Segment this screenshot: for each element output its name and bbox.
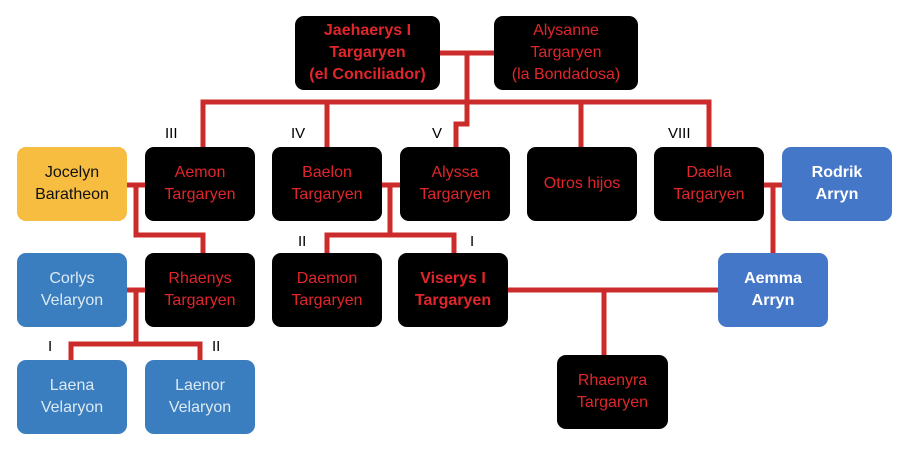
node-rhaenys[interactable]: Rhaenys Targaryen	[145, 253, 255, 327]
node-otros-hijos-line-1: Otros hijos	[543, 175, 621, 192]
node-daella-line-2: Targaryen	[673, 186, 745, 203]
node-alysanne-line-1: Alysanne	[533, 22, 599, 39]
rank-label-daemon: II	[298, 233, 307, 250]
node-jaehaerys-line-2: Targaryen	[329, 44, 406, 61]
node-rhaenys-line-2: Targaryen	[164, 292, 236, 309]
node-laena-line-2: Velaryon	[40, 399, 104, 416]
node-daella[interactable]: Daella Targaryen	[654, 147, 764, 221]
drop-line-daemon	[324, 182, 393, 256]
node-corlys-line-2: Velaryon	[40, 292, 104, 309]
node-rodrik[interactable]: Rodrik Arryn	[782, 147, 892, 221]
node-baelon-line-2: Targaryen	[291, 186, 363, 203]
node-jaehaerys-line-1: Jaehaerys I	[323, 22, 412, 39]
node-viserys-line-2: Targaryen	[414, 292, 492, 309]
drop-line-laenor	[133, 341, 203, 363]
node-baelon-line-1: Baelon	[302, 164, 352, 181]
node-daemon-line-1: Daemon	[296, 270, 358, 287]
node-rhaenyra-line-2: Targaryen	[576, 394, 649, 411]
node-aemon-line-1: Aemon	[174, 164, 226, 181]
node-daella-line-1: Daella	[686, 164, 732, 181]
node-alyssa-line-1: Alyssa	[431, 164, 479, 181]
rank-label-laena: I	[48, 338, 53, 355]
node-jocelyn-line-2: Baratheon	[35, 186, 109, 203]
rank-label-alyssa: V	[432, 125, 443, 142]
node-laenor-line-1: Laenor	[175, 377, 225, 394]
node-alysanne-line-2: Targaryen	[530, 44, 602, 61]
node-laenor[interactable]: Laenor Velaryon	[145, 360, 255, 434]
rank-label-baelon: IV	[291, 125, 306, 142]
node-rhaenyra[interactable]: Rhaenyra Targaryen	[557, 355, 668, 429]
drop-line-laena-laenor	[68, 287, 139, 363]
node-baelon[interactable]: Baelon Targaryen	[272, 147, 382, 221]
node-rhaenyra-line-1: Rhaenyra	[577, 372, 648, 389]
node-viserys-line-1: Viserys I	[420, 270, 486, 287]
node-alyssa-line-2: Targaryen	[419, 186, 491, 203]
rank-label-aemon: III	[165, 125, 178, 142]
node-viserys[interactable]: Viserys I Targaryen	[398, 253, 508, 327]
node-laena-line-1: Laena	[49, 377, 95, 394]
node-aemma-line-2: Arryn	[751, 292, 795, 309]
node-jocelyn[interactable]: Jocelyn Baratheon	[17, 147, 127, 221]
node-aemon-line-2: Targaryen	[164, 186, 236, 203]
drop-line-alyssa	[453, 99, 470, 151]
drop-line-viserys	[387, 232, 457, 256]
rank-label-daella: VIII	[668, 125, 691, 142]
node-rhaenys-line-1: Rhaenys	[168, 270, 232, 287]
rank-label-laenor: II	[212, 338, 221, 355]
node-jocelyn-line-1: Jocelyn	[44, 164, 100, 181]
drop-line-rhaenys	[133, 182, 206, 256]
node-alysanne[interactable]: Alysanne Targaryen (la Bondadosa)	[494, 16, 638, 90]
node-rodrik-line-1: Rodrik	[811, 164, 863, 181]
node-aemma[interactable]: Aemma Arryn	[718, 253, 828, 327]
node-rodrik-line-2: Arryn	[815, 186, 859, 203]
node-jaehaerys[interactable]: Jaehaerys I Targaryen (el Conciliador)	[295, 16, 440, 90]
node-aemma-line-1: Aemma	[744, 270, 802, 287]
node-daemon[interactable]: Daemon Targaryen	[272, 253, 382, 327]
node-alyssa[interactable]: Alyssa Targaryen	[400, 147, 510, 221]
node-aemon[interactable]: Aemon Targaryen	[145, 147, 255, 221]
node-corlys-line-1: Corlys	[49, 270, 95, 287]
node-jaehaerys-line-3: (el Conciliador)	[309, 66, 426, 83]
node-alysanne-line-3: (la Bondadosa)	[511, 66, 621, 83]
node-otros-hijos[interactable]: Otros hijos	[527, 147, 637, 221]
node-laena[interactable]: Laena Velaryon	[17, 360, 127, 434]
node-corlys[interactable]: Corlys Velaryon	[17, 253, 127, 327]
node-daemon-line-2: Targaryen	[291, 292, 363, 309]
rank-label-viserys: I	[470, 233, 475, 250]
node-laenor-line-2: Velaryon	[168, 399, 232, 416]
